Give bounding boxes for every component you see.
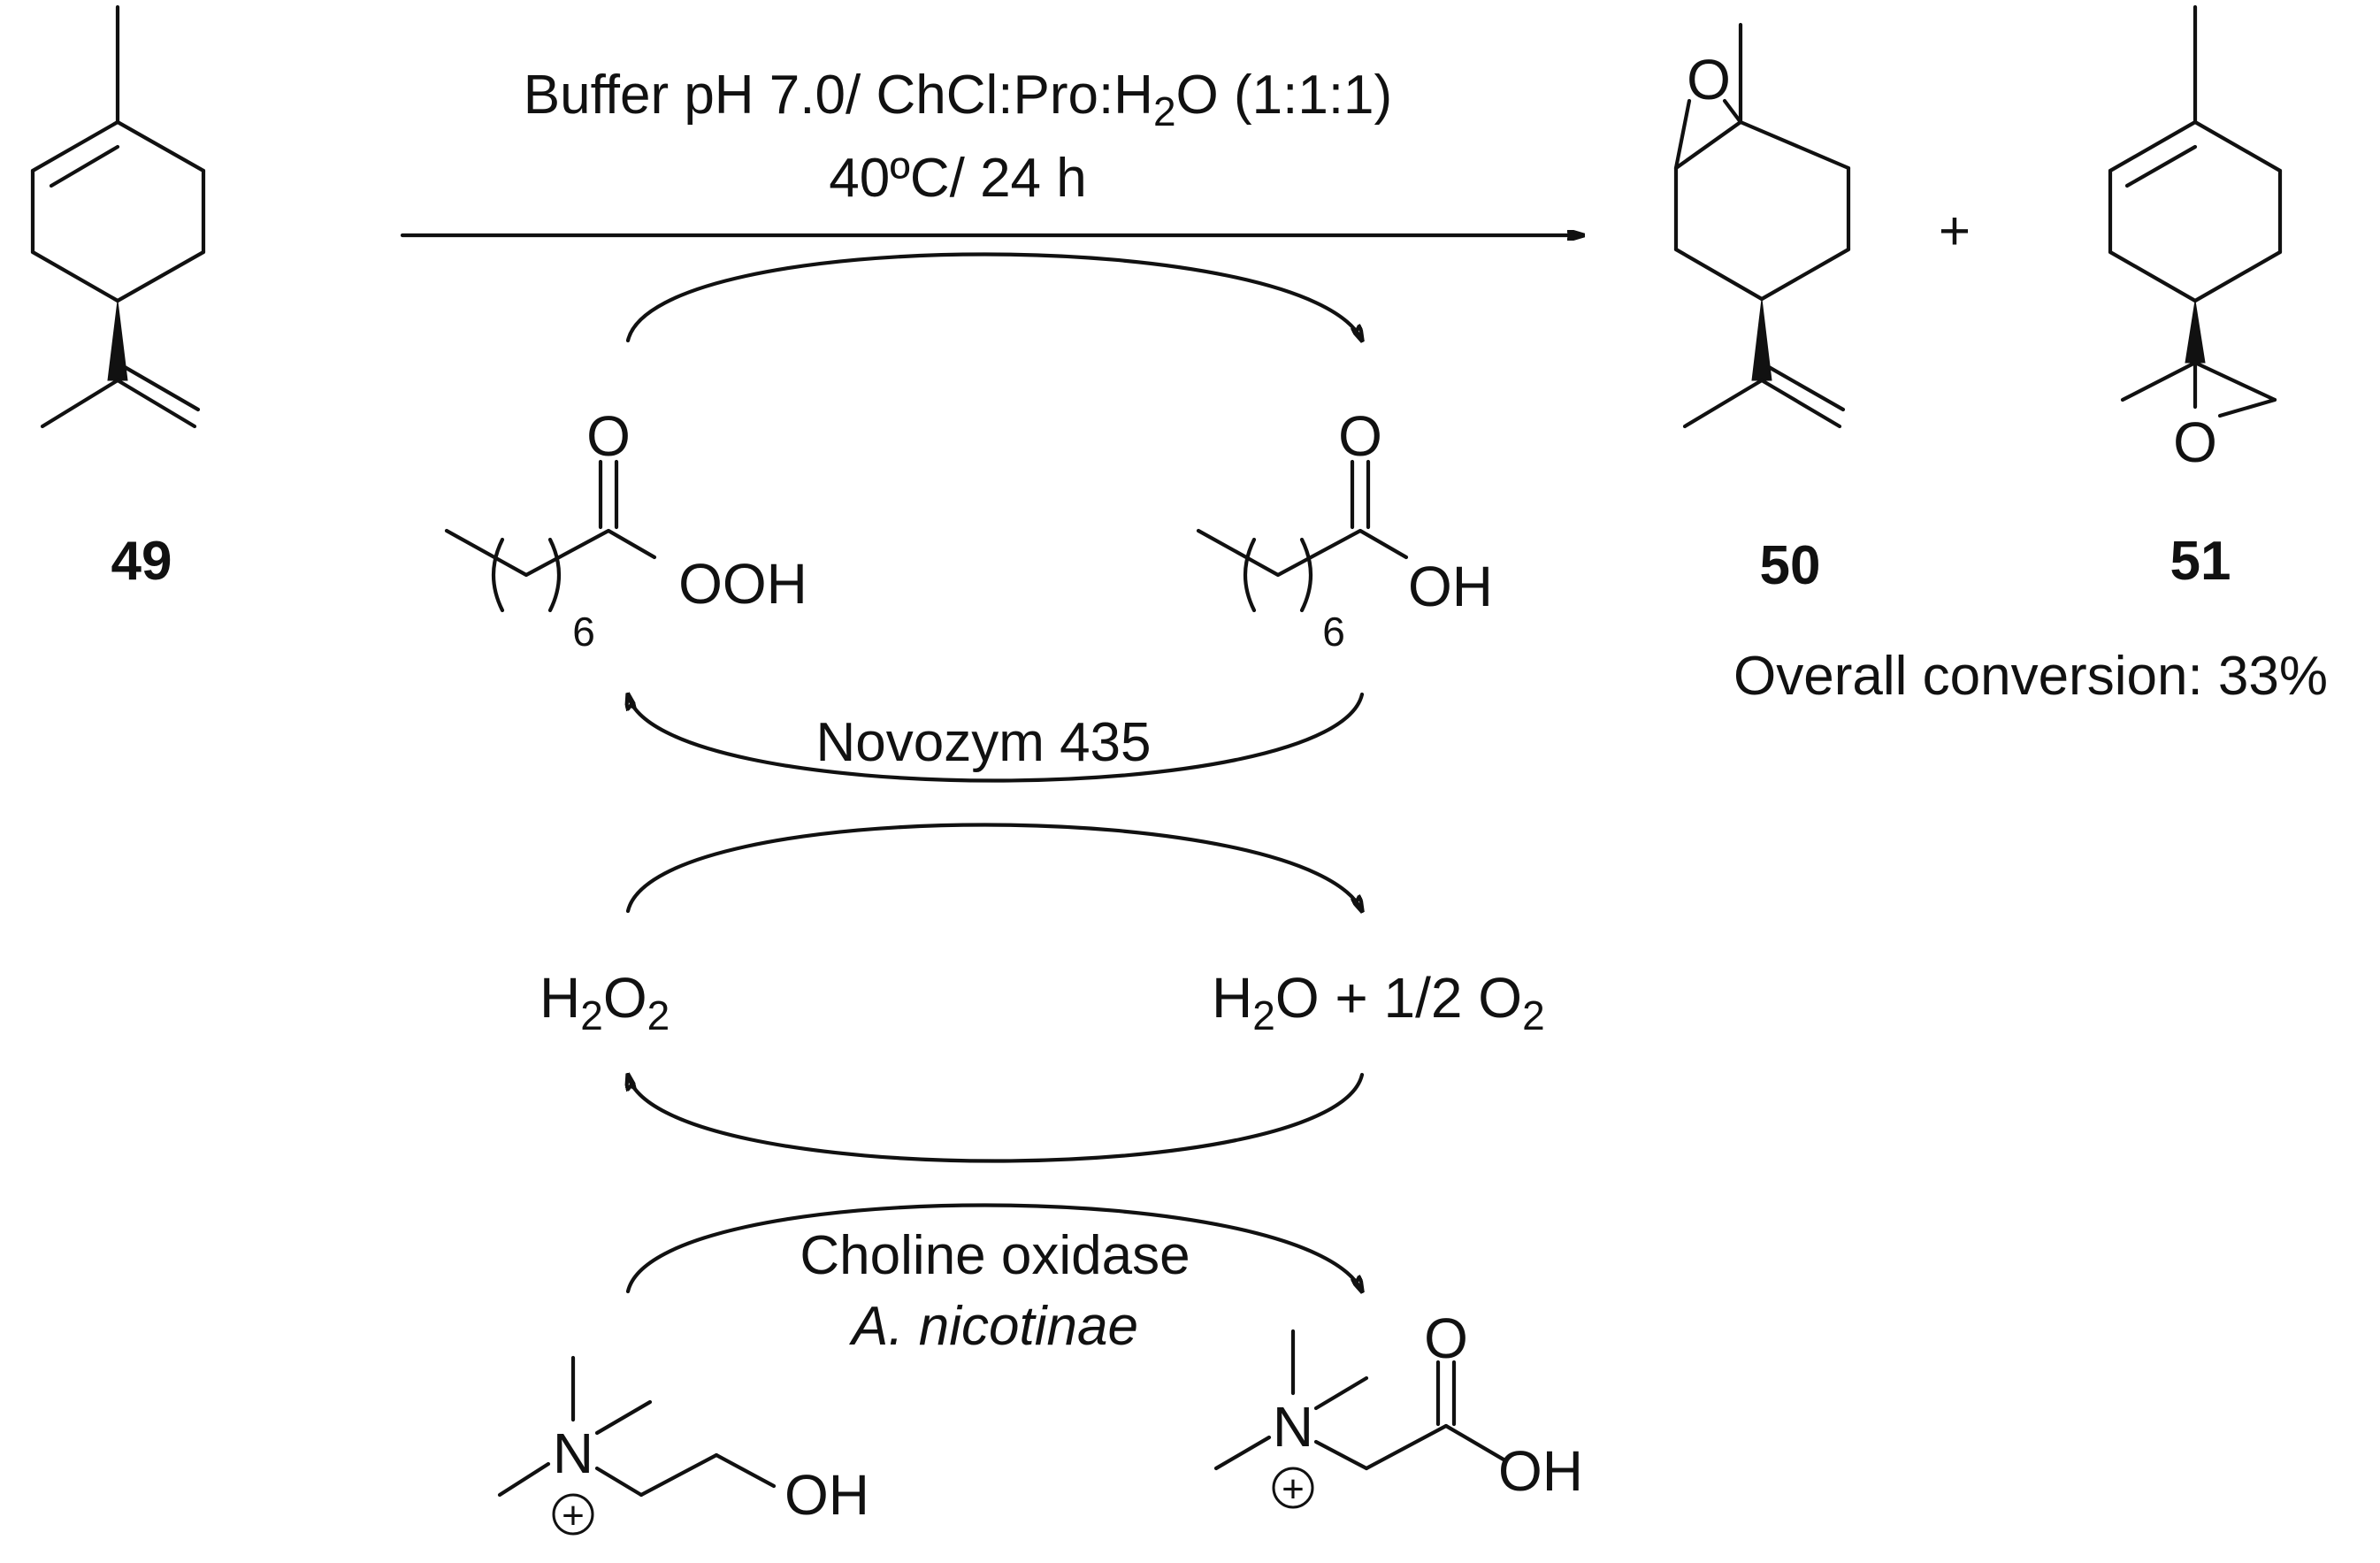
choline-hydroxyl: OH <box>784 1463 869 1527</box>
cycle-arrow-top <box>625 252 1362 341</box>
water-oxygen-label: H2O + 1/2 O2 <box>1212 966 1545 1038</box>
peroxyoctanoic-acid-structure <box>444 459 657 613</box>
reaction-conditions-line2: 40ºC/ 24 h <box>829 148 1087 209</box>
acid-oh-group: OH <box>1408 555 1493 618</box>
acid-carbonyl-oxygen: O <box>1338 404 1382 468</box>
enzyme-choline-oxidase-label: Choline oxidase <box>800 1225 1190 1286</box>
cycle-arrow-peroxide-return <box>628 1075 1365 1163</box>
betaine-charge: + <box>1282 1467 1305 1511</box>
cycle-arrow-bottom <box>625 1203 1362 1292</box>
acid-repeat-count: 6 <box>1322 609 1345 655</box>
choline-charge: + <box>562 1494 585 1537</box>
cycle-arrow-middle <box>625 823 1362 912</box>
betaine-structure <box>1213 1329 1506 1509</box>
epoxide-50-oxygen: O <box>1687 48 1731 111</box>
plus-sign: + <box>1939 201 1971 262</box>
enzyme-organism-label: A. nicotinae <box>848 1296 1138 1357</box>
betaine-carbonyl-oxygen: O <box>1424 1306 1468 1370</box>
epoxide-51-oxygen: O <box>2173 410 2217 474</box>
enzyme-novozym-label: Novozym 435 <box>815 712 1151 773</box>
limonene-structure <box>30 4 206 429</box>
cycle-arrow-novozym-return <box>628 694 1365 783</box>
choline-structure <box>497 1355 777 1536</box>
betaine-hydroxyl: OH <box>1498 1439 1583 1503</box>
peracid-carbonyl-oxygen: O <box>586 404 631 468</box>
hydrogen-peroxide-label: H2O2 <box>540 966 670 1038</box>
octanoic-acid-structure <box>1196 459 1409 613</box>
epoxide-50-structure <box>1673 22 1851 429</box>
peracid-repeat-count: 6 <box>572 609 595 655</box>
reaction-conditions-line1: Buffer pH 7.0/ ChCl:Pro:H2O (1:1:1) <box>524 65 1392 134</box>
betaine-nitrogen: N <box>1273 1395 1313 1459</box>
compound-label-49: 49 <box>111 531 172 592</box>
choline-nitrogen: N <box>553 1421 593 1485</box>
compound-label-51: 51 <box>2170 531 2231 592</box>
epoxide-51-structure <box>2108 4 2283 418</box>
compound-label-50: 50 <box>1760 535 1821 596</box>
overall-conversion: Overall conversion: 33% <box>1733 646 2328 707</box>
peracid-ooh-group: OOH <box>678 552 807 616</box>
